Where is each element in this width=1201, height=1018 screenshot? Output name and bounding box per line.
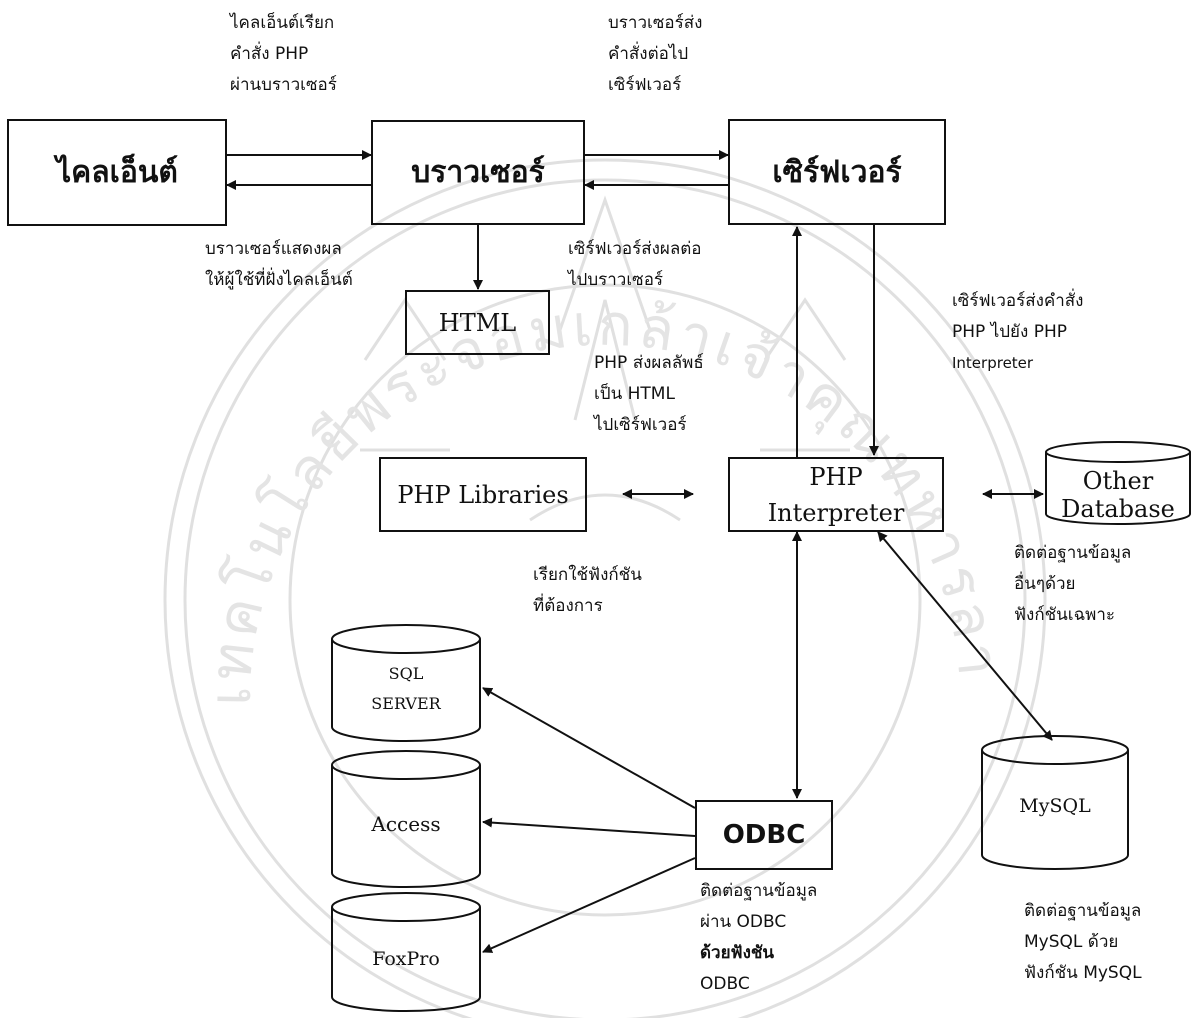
- note-php-result: PHP ส่งผลลัพธ์ เป็น HTML ไปเซิร์ฟเวอร์: [594, 348, 704, 441]
- other-database-cylinder: Other Database: [1045, 441, 1191, 525]
- note-server-to-interpreter-line: PHP ไปยัง PHP: [952, 322, 1067, 342]
- note-browser-send-line: เซิร์ฟเวอร์: [608, 75, 682, 95]
- note-odbc-connect-line: ผ่าน ODBC: [700, 912, 787, 932]
- note-mysql-connect-line: ติดต่อฐานข้อมูล: [1024, 901, 1142, 921]
- other-database-label-2: Database: [1061, 495, 1175, 523]
- note-php-result-line: PHP ส่งผลลัพธ์: [594, 353, 704, 373]
- note-client-request-line: ไคลเอ็นต์เรียก: [230, 13, 335, 33]
- note-server-return-line: เซิร์ฟเวอร์ส่งผลต่อ: [568, 239, 702, 259]
- php-interpreter-node: PHP Interpreter: [728, 457, 944, 532]
- access-label: Access: [371, 812, 441, 836]
- mysql-label: MySQL: [1019, 795, 1091, 817]
- browser-node: บราวเซอร์: [371, 120, 585, 225]
- note-server-return-line: ไปบราวเซอร์: [568, 270, 664, 290]
- note-odbc-connect-line: ODBC: [700, 974, 750, 994]
- mysql-cylinder: MySQL: [981, 735, 1129, 870]
- arrow-odbc-to-foxpro: [482, 857, 696, 953]
- foxpro-cylinder: FoxPro: [331, 892, 481, 1012]
- arrow-interpreter-mysql: [877, 531, 1053, 741]
- note-mysql-connect: ติดต่อฐานข้อมูล MySQL ด้วย ฟังก์ชัน MySQ…: [1024, 896, 1142, 989]
- note-server-to-interpreter: เซิร์ฟเวอร์ส่งคำสั่ง PHP ไปยัง PHP Inter…: [952, 286, 1083, 379]
- note-browser-display-line: ให้ผู้ใช้ที่ฝั่งไคลเอ็นต์: [205, 270, 353, 290]
- arrow-odbc-to-sqlserver: [482, 687, 696, 809]
- note-client-request-line: ผ่านบราวเซอร์: [230, 75, 337, 95]
- note-call-functions-line: ที่ต้องการ: [533, 596, 603, 616]
- note-other-db-connect-line: อื่นๆด้วย: [1014, 574, 1076, 594]
- php-interpreter-line-2: Interpreter: [767, 498, 905, 527]
- note-browser-send: บราวเซอร์ส่ง คำสั่งต่อไป เซิร์ฟเวอร์: [608, 8, 702, 101]
- note-odbc-connect-line: ติดต่อฐานข้อมูล: [700, 881, 818, 901]
- note-other-db-connect-line: ติดต่อฐานข้อมูล: [1014, 543, 1132, 563]
- foxpro-label: FoxPro: [372, 948, 440, 970]
- note-php-result-line: ไปเซิร์ฟเวอร์: [594, 415, 687, 435]
- note-browser-send-line: คำสั่งต่อไป: [608, 44, 689, 64]
- sql-server-label-2: SERVER: [371, 694, 441, 713]
- note-server-return: เซิร์ฟเวอร์ส่งผลต่อ ไปบราวเซอร์: [568, 234, 702, 296]
- note-browser-send-line: บราวเซอร์ส่ง: [608, 13, 703, 33]
- note-mysql-connect-line: ฟังก์ชัน MySQL: [1024, 963, 1142, 983]
- note-client-request-line: คำสั่ง PHP: [230, 44, 309, 64]
- arrow-odbc-to-access: [482, 817, 696, 837]
- sql-server-label-1: SQL: [388, 664, 424, 683]
- note-odbc-connect: ติดต่อฐานข้อมูล ผ่าน ODBC ด้วยฟังชัน ODB…: [700, 876, 817, 1000]
- server-node: เซิร์ฟเวอร์: [728, 119, 946, 225]
- note-other-db-connect-line: ฟังก์ชันเฉพาะ: [1014, 605, 1116, 625]
- note-browser-display: บราวเซอร์แสดงผล ให้ผู้ใช้ที่ฝั่งไคลเอ็นต…: [205, 234, 353, 296]
- note-odbc-connect-line: ด้วยฟังชัน: [700, 943, 775, 963]
- other-database-label-1: Other: [1082, 467, 1154, 495]
- note-browser-display-line: บราวเซอร์แสดงผล: [205, 239, 342, 259]
- client-node: ไคลเอ็นต์: [7, 119, 227, 226]
- note-call-functions-line: เรียกใช้ฟังก์ชัน: [533, 565, 642, 585]
- php-libraries-node: PHP Libraries: [379, 457, 587, 532]
- html-node: HTML: [405, 290, 550, 355]
- note-php-result-line: เป็น HTML: [594, 384, 675, 404]
- note-mysql-connect-line: MySQL ด้วย: [1024, 932, 1119, 952]
- note-client-request: ไคลเอ็นต์เรียก คำสั่ง PHP ผ่านบราวเซอร์: [230, 8, 337, 101]
- note-server-to-interpreter-line: เซิร์ฟเวอร์ส่งคำสั่ง: [952, 291, 1084, 311]
- php-interpreter-line-1: PHP: [809, 462, 863, 491]
- access-cylinder: Access: [331, 750, 481, 888]
- note-server-to-interpreter-line: Interpreter: [952, 354, 1034, 372]
- note-other-db-connect: ติดต่อฐานข้อมูล อื่นๆด้วย ฟังก์ชันเฉพาะ: [1014, 538, 1131, 631]
- odbc-node: ODBC: [695, 800, 833, 870]
- note-call-functions: เรียกใช้ฟังก์ชัน ที่ต้องการ: [533, 560, 642, 622]
- sql-server-cylinder: SQL SERVER: [331, 624, 481, 742]
